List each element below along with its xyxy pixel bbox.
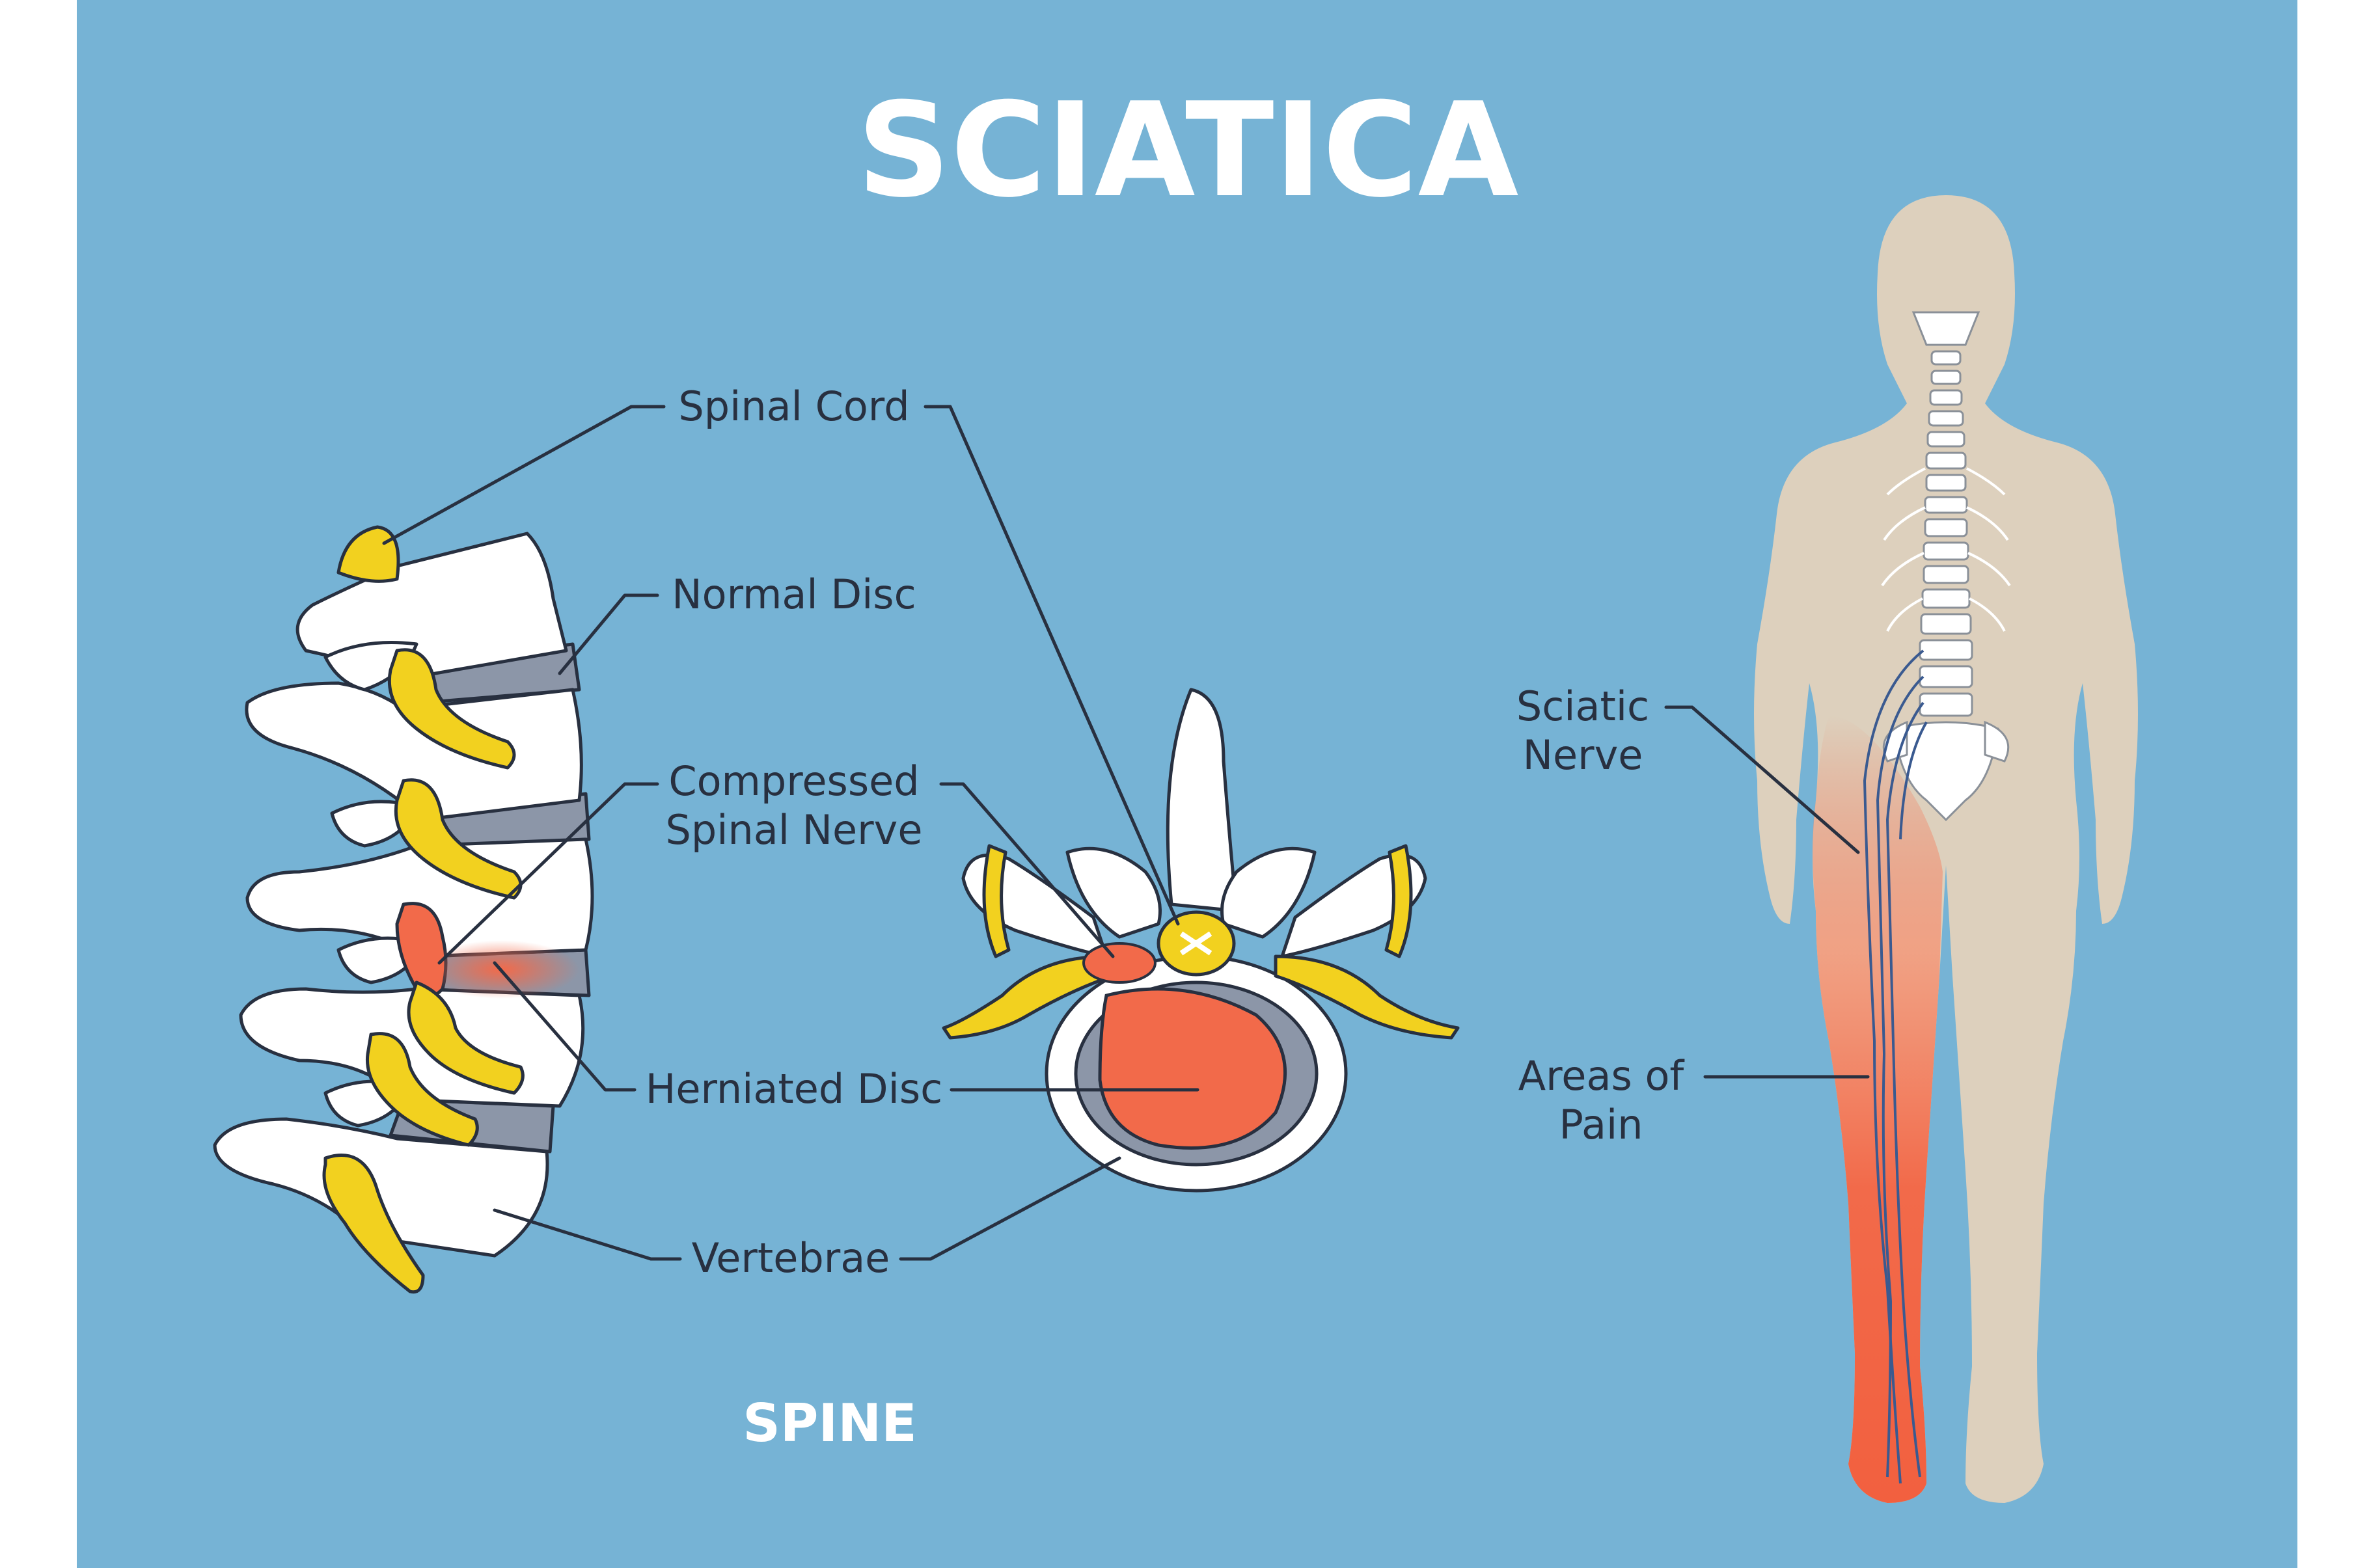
label-herniated-disc: Herniated Disc	[646, 1065, 943, 1113]
nerve-post-right	[1384, 844, 1413, 958]
nerve-axial-left	[942, 954, 1115, 1040]
vertebra-2	[245, 681, 583, 822]
pain-area	[1813, 716, 1943, 1503]
label-areas-line2: Pain	[1559, 1101, 1643, 1148]
spine-side-view	[213, 525, 594, 1294]
transverse-process-right	[1280, 853, 1427, 958]
leader-lines	[382, 405, 1870, 1261]
human-body-back-view	[1754, 195, 2138, 1503]
skull-base	[1911, 311, 1980, 346]
label-vertebrae: Vertebrae	[692, 1234, 890, 1282]
label-areas-line1: Areas of	[1518, 1052, 1686, 1100]
nerve-axial-right	[1274, 954, 1460, 1040]
herniated-nucleus	[1098, 987, 1287, 1150]
nerve-root-1	[387, 648, 516, 770]
label-compressed-line1: Compressed	[668, 757, 919, 805]
nerve-post-left	[982, 844, 1011, 958]
ribs	[1881, 467, 2011, 632]
label-compressed-line2: Spinal Nerve	[665, 806, 922, 854]
label-sciatic-line1: Sciatic	[1516, 683, 1649, 730]
sciatic-nerve-lines	[1863, 649, 1928, 1484]
nerve-root-3	[407, 980, 525, 1095]
label-normal-disc: Normal Disc	[672, 571, 916, 618]
spine-caption: SPINE	[743, 1393, 917, 1453]
label-spinal-cord: Spinal Cord	[678, 383, 909, 430]
nerve-root-5	[322, 1154, 425, 1294]
label-sciatic-line2: Nerve	[1523, 731, 1643, 779]
spinous-process	[1166, 688, 1239, 913]
compressed-nerve-axial	[1082, 942, 1157, 984]
lamina-right	[1220, 846, 1317, 939]
cord-grey-matter	[1179, 931, 1212, 956]
vertebra-cross-section	[942, 688, 1460, 1193]
spinal-cord-top	[336, 525, 400, 583]
page-title: SCIATICA	[857, 75, 1519, 226]
lamina-left	[1065, 846, 1162, 939]
vertebra-5	[213, 1117, 549, 1258]
nerve-root-4	[365, 1032, 479, 1147]
vertebra-1	[295, 532, 568, 679]
